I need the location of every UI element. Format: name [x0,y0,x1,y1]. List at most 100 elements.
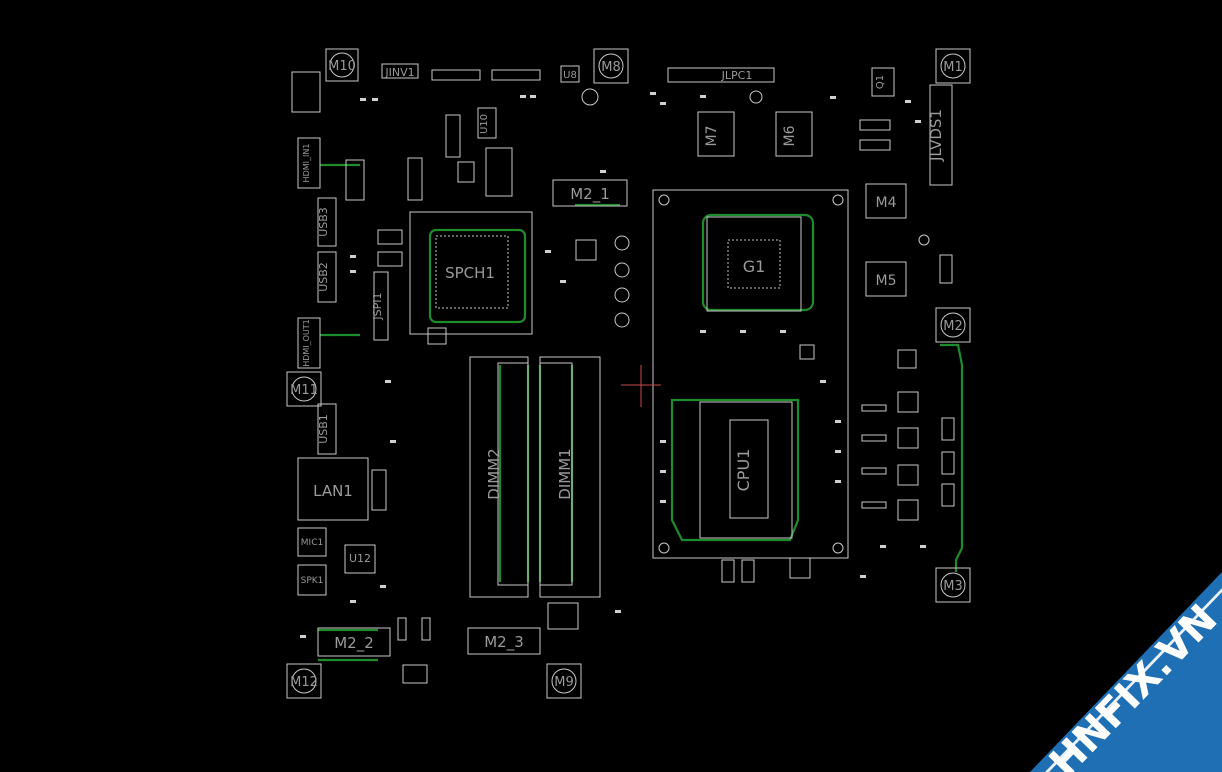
connector-lan1[interactable]: LAN1 [297,457,369,521]
label-hdmi-out1: HDMI_OUT1 [302,319,311,367]
memory-m7[interactable]: M7 [697,111,735,157]
chip-pch[interactable]: SPCH1 [409,211,533,335]
test-point[interactable] [749,90,763,104]
fpc-connector[interactable] [491,69,541,81]
capacitor[interactable] [614,262,630,278]
label-dimm2: DIMM2 [485,448,503,499]
component-pad[interactable] [547,602,579,630]
mosfet[interactable] [799,344,815,360]
mount-hole-m3[interactable]: M3 [935,567,971,603]
label-m4: M4 [876,195,897,211]
chip-g1[interactable]: G1 [652,189,849,559]
slot-m2-2[interactable]: M2_2 [317,627,391,657]
connector-jinv1[interactable]: JINV1 [381,63,419,79]
label-m3: M3 [943,579,963,594]
crystal[interactable] [377,251,403,267]
chip-u10[interactable]: U10 [477,107,497,139]
memory-m5[interactable]: M5 [865,261,907,297]
esd-array[interactable] [345,159,365,201]
label-m8: M8 [601,60,621,75]
connector-hdmi-in1[interactable]: HDMI_IN1 [297,137,321,189]
slot-dimm1[interactable]: DIMM1 [539,356,601,598]
capacitor[interactable] [721,559,735,583]
test-point[interactable] [918,234,930,246]
label-m1-top: M1 [943,60,963,75]
power-stage[interactable] [485,147,513,197]
label-u8: U8 [563,70,577,81]
label-jlpc1: JLPC1 [721,69,753,82]
mosfet[interactable] [789,557,811,579]
mosfet[interactable] [897,349,917,369]
capacitor[interactable] [421,617,431,641]
slot-m2-3[interactable]: M2_3 [467,627,541,655]
transistor-q1[interactable]: Q1 [871,67,895,97]
capacitor[interactable] [941,483,955,507]
resistor[interactable] [861,467,887,475]
mosfet[interactable] [897,499,919,521]
label-u10: U10 [479,114,490,134]
resistor[interactable] [861,434,887,442]
inductor[interactable] [445,114,461,158]
capacitor[interactable] [614,312,630,328]
label-mic1: MIC1 [301,538,323,548]
mount-hole-m11[interactable]: M11 [286,371,322,407]
chip-u8[interactable]: U8 [560,65,580,83]
capacitor[interactable] [397,617,407,641]
label-m2-right: M2 [943,319,963,334]
connector-jlpc1[interactable]: JLPC1 [667,67,775,83]
capacitor[interactable] [941,417,955,441]
jack-spk1[interactable]: SPK1 [297,564,327,596]
mount-hole-m9[interactable]: M9 [546,663,582,699]
chip-u12[interactable]: U12 [344,544,376,574]
jack-mic1[interactable]: MIC1 [297,527,327,557]
resistor[interactable] [859,119,891,131]
fpc-connector[interactable] [431,69,481,81]
label-usb2: USB2 [317,262,330,292]
resistor[interactable] [861,501,887,509]
connector-hdmi-out1[interactable]: HDMI_OUT1 [297,317,321,369]
capacitor[interactable] [614,287,630,303]
resistor[interactable] [859,139,891,151]
label-m5: M5 [876,273,897,289]
label-jinv1: JINV1 [384,66,414,79]
connector-usb1[interactable]: USB1 [317,403,337,455]
mosfet[interactable] [897,427,919,449]
connector-usb2[interactable]: USB2 [317,251,337,303]
capacitor[interactable] [457,161,475,183]
connector-jspi1[interactable]: JSPI1 [371,271,389,341]
mount-hole-m1-top[interactable]: M1 [935,48,971,84]
mount-hole-m10[interactable]: M10 [325,48,359,82]
mount-hole-m12[interactable]: M12 [286,663,322,699]
crystal[interactable] [377,229,403,245]
capacitor[interactable] [741,559,755,583]
label-q1: Q1 [875,75,886,89]
connector-jlvds1[interactable]: JLVDS1 [927,84,953,186]
component-pad[interactable] [427,327,447,345]
resistor[interactable] [861,404,887,412]
mosfet[interactable] [575,239,597,261]
label-g1: G1 [743,257,766,276]
mosfet[interactable] [897,391,919,413]
inductor[interactable] [407,157,423,201]
capacitor[interactable] [941,451,955,475]
label-m10: M10 [328,59,356,74]
capacitor[interactable] [939,254,953,284]
connector-usb3[interactable]: USB3 [317,197,337,247]
power-jack[interactable] [291,71,321,113]
component-pad[interactable] [402,664,428,684]
copper-traces [318,163,964,662]
esd-array[interactable] [371,469,387,511]
slot-m2-1[interactable]: M2_1 [552,179,628,207]
label-usb3: USB3 [317,207,330,237]
label-jspi1: JSPI1 [371,292,384,320]
slot-dimm2[interactable]: DIMM2 [469,356,529,598]
capacitor[interactable] [614,235,630,251]
label-m2-3: M2_3 [484,633,524,652]
mosfet[interactable] [897,464,919,486]
memory-m6[interactable]: M6 [775,111,813,157]
test-point[interactable] [581,88,599,106]
mount-hole-m8[interactable]: M8 [593,48,629,84]
mount-hole-m2-right[interactable]: M2 [935,307,971,343]
chip-cpu1[interactable]: CPU1 [699,401,793,539]
memory-m4[interactable]: M4 [865,183,907,219]
